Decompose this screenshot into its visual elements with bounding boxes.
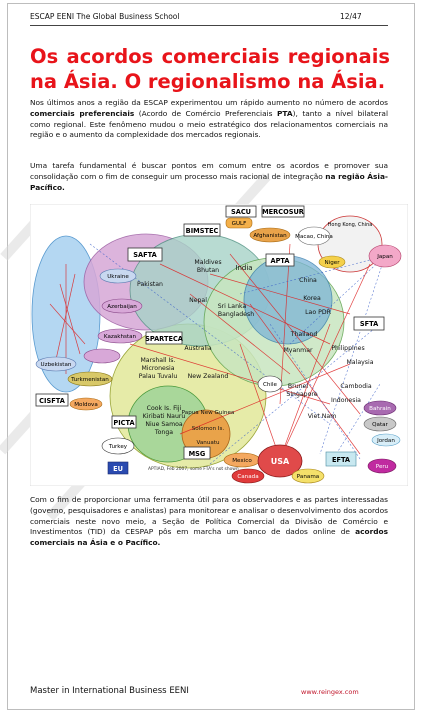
gulf-label: GULF [232, 221, 247, 227]
cambodia-label: Cambodia [340, 383, 371, 390]
japan-label: Japan [376, 254, 393, 260]
panama-label: Panama [297, 474, 319, 480]
bold-text: comerciais preferenciais [30, 108, 135, 118]
safta-label: SAFTA [133, 251, 157, 259]
footer-left: Master in International Business EENI [30, 686, 189, 696]
page-frame [7, 3, 415, 710]
macao-label: Macao, China [295, 234, 333, 240]
azerbaijan-label: Azerbaijan [107, 304, 137, 310]
bangladesh-label: Bangladesh [218, 311, 254, 318]
qatar-label: Qatar [372, 422, 388, 428]
trade-agreements-diagram: SACU MERCOSUR BIMSTEC SAFTA APTA SFTA SP… [29, 203, 409, 487]
niger-label: Niger [324, 260, 340, 266]
jordan-label: Jordan [376, 438, 395, 444]
bhutan-label: Bhutan [197, 267, 219, 274]
msg-label: MSG [189, 450, 206, 458]
header-left: ESCAP EENI The Global Business School [30, 12, 180, 21]
china-label: China [299, 277, 317, 284]
mercosur-label: MERCOSUR [262, 208, 304, 216]
paragraph-database: Com o fim de proporcionar uma ferramenta… [30, 495, 388, 549]
text: (Acordo de Comércio Preferenciais [134, 108, 278, 118]
brunei-label: Brunei [288, 383, 308, 390]
bimstec-label: BIMSTEC [186, 227, 219, 235]
text: Uma tarefa fundamental é buscar pontos e… [30, 161, 388, 181]
text: Nos últimos anos a região da ESCAP exper… [30, 98, 388, 107]
afghanistan-label: Afghanistan [253, 233, 287, 239]
srilanka-label: Sri Lanka [218, 303, 247, 310]
sfta-label: SFTA [360, 320, 379, 328]
hongkong-label: Hong Kong, China [328, 222, 373, 228]
nepal-label: Nepal [189, 297, 207, 304]
uzbekistan-label: Uzbekistan [41, 362, 72, 368]
turkmenistan-label: Turkmenistan [70, 377, 109, 383]
pakistan-label: Pakistan [137, 281, 163, 288]
text: ), tanto a nível bilateral como regional… [30, 108, 388, 140]
apta-label: APTA [270, 257, 290, 265]
bold-text: acordos comerciais na Ásia e o Pacífico. [30, 527, 388, 548]
efta-label: EFTA [332, 456, 351, 464]
philippines-label: Philippines [331, 345, 364, 352]
micronesia-label: Micronesia [141, 365, 174, 372]
cisfta-label: CISFTA [39, 397, 66, 405]
maldives-label: Maldives [194, 259, 221, 266]
bahrain-label: Bahrain [369, 406, 391, 412]
thailand-label: Thailand [290, 331, 318, 338]
singapore-label: Singapore [286, 391, 317, 398]
connection-lines [49, 243, 371, 460]
australia-label: Australia [184, 345, 212, 352]
eu-label: EU [113, 465, 123, 473]
palau-label: Palau Tuvalu [139, 373, 178, 380]
turkey-label: Turkey [108, 444, 128, 450]
vanuatu-label: Vanuatu [196, 440, 220, 446]
india-label: India [235, 264, 252, 272]
lao-label: Lao PDR [305, 309, 331, 316]
moldova-label: Moldova [74, 402, 98, 408]
myanmar-label: Myanmar [283, 347, 313, 354]
chile-label: Chile [263, 382, 278, 388]
tonga-label: Tonga [154, 429, 173, 436]
diagram-note: APTIAD, Feb 2007, some FTA's not shown [148, 466, 239, 472]
header-rule [30, 25, 388, 26]
diagram-svg: SACU MERCOSUR BIMSTEC SAFTA APTA SFTA SP… [29, 203, 409, 487]
peru-label: Peru [376, 464, 389, 470]
mexico-label: Mexico [232, 458, 252, 464]
kiribati-label: Kiribati Nauru [143, 413, 186, 420]
paragraph-intro: Nos últimos anos a região da ESCAP exper… [30, 98, 388, 141]
cook-label: Cook Is. Fiji [147, 405, 182, 412]
korea-label: Korea [303, 295, 321, 302]
niue-label: Niue Samoa [145, 421, 183, 428]
ukraine-label: Ukraine [107, 274, 129, 280]
bold-text: na região Ásia-Pacífico. [30, 171, 388, 192]
indonesia-label: Indonesia [331, 397, 361, 404]
solomon-label: Solomon Is. [192, 426, 225, 432]
kazakhstan-label: Kazakhstan [104, 334, 137, 340]
malaysia-label: Malaysia [346, 359, 373, 366]
marshall-label: Marshall Is. [140, 357, 175, 364]
newzealand-label: New Zealand [188, 373, 229, 380]
sacu-label: SACU [231, 208, 251, 216]
sparteca-label: SPARTECA [145, 335, 184, 343]
page-title: Os acordos comerciais regionais na Ásia.… [30, 45, 390, 93]
picta-label: PICTA [113, 419, 135, 427]
bold-text: PTA [277, 108, 293, 118]
vietnam-label: Viet Nam [308, 413, 336, 420]
page-number: 12/47 [340, 12, 362, 21]
text: Com o fim de proporcionar uma ferramenta… [30, 495, 388, 537]
usa-label: USA [271, 457, 290, 466]
paragraph-task: Uma tarefa fundamental é buscar pontos e… [30, 161, 388, 193]
canada-label: Canada [237, 474, 258, 480]
png-label: Papua New Guinea [182, 410, 235, 416]
footer-link[interactable]: www.reingex.com [301, 688, 359, 696]
